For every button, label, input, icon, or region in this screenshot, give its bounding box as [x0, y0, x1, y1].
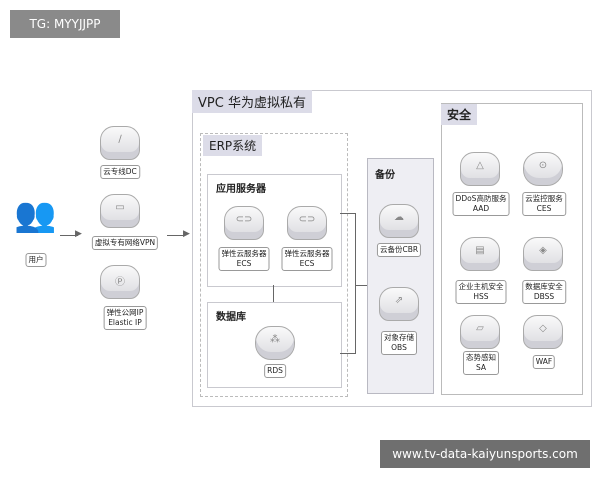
dc-label: 云专线DC [100, 165, 140, 179]
waf-label: WAF [532, 355, 556, 369]
cbr-icon: ☁ [379, 204, 419, 238]
sa-icon: ▱ [460, 315, 500, 349]
ecs-icon: ⊂⊃ [224, 206, 264, 240]
database-title: 数据库 [216, 312, 246, 323]
app-server-title: 应用服务器 [216, 184, 266, 195]
dc-icon: ∕ [100, 126, 140, 160]
watermark-top: TG: MYYJJPP [10, 10, 120, 38]
dbss-icon: ◈ [523, 237, 563, 271]
dbss-name: 数据库安全 [525, 282, 563, 291]
users-icon: 👥 [14, 195, 57, 235]
waf-icon: ◇ [523, 315, 563, 349]
sa-sub: SA [475, 363, 487, 372]
hss-icon: ▤ [460, 237, 500, 271]
hss-name: 企业主机安全 [458, 282, 504, 291]
backup-title: 备份 [375, 170, 395, 181]
rds-icon: ⁂ [255, 326, 295, 360]
sa-name: 态势感知 [466, 353, 496, 362]
ecs-icon: ⊂⊃ [287, 206, 327, 240]
vpn-label: 虚拟专有网络VPN [91, 236, 159, 250]
aad-icon: △ [460, 152, 500, 186]
users-label: 用户 [25, 253, 47, 267]
vpc-title: VPC 华为虚拟私有 [192, 90, 312, 113]
aad-sub: AAD [472, 204, 490, 213]
eip-icon: Ⓟ [100, 265, 140, 299]
ecs-sub: ECS [236, 259, 252, 268]
ces-name: 云监控服务 [525, 194, 563, 203]
arrowhead-icon: ▶ [183, 229, 190, 239]
erp-title: ERP系统 [203, 135, 263, 156]
eip-sub: Elastic IP [108, 318, 142, 327]
ecs-name: 弹性云服务器 [284, 249, 330, 258]
obs-sub: OBS [391, 343, 407, 352]
arrowhead-icon: ▶ [75, 229, 82, 239]
arrow-vpc [167, 235, 185, 236]
connector-bracket [340, 213, 356, 354]
ecs-name: 弹性云服务器 [221, 249, 267, 258]
obs-icon: ⇗ [379, 287, 419, 321]
arrow-users [60, 235, 78, 236]
ces-icon: ⊙ [523, 152, 563, 186]
obs-name: 对象存储 [384, 333, 414, 342]
erp-container [200, 133, 348, 397]
cbr-label: 云备份CBR [376, 243, 422, 257]
aad-name: DDoS高防服务 [455, 194, 507, 203]
hss-sub: HSS [473, 292, 489, 301]
connector [273, 285, 274, 302]
vpn-icon: ▭ [100, 194, 140, 228]
security-title: 安全 [441, 104, 478, 125]
backup-group [367, 158, 434, 394]
rds-label: RDS [264, 364, 286, 378]
watermark-bottom: www.tv-data-kaiyunsports.com [380, 440, 590, 468]
dbss-sub: DBSS [533, 292, 555, 301]
ces-sub: CES [536, 204, 552, 213]
ecs-sub: ECS [299, 259, 315, 268]
connector [356, 285, 367, 286]
eip-name: 弹性公网IP [106, 308, 144, 317]
